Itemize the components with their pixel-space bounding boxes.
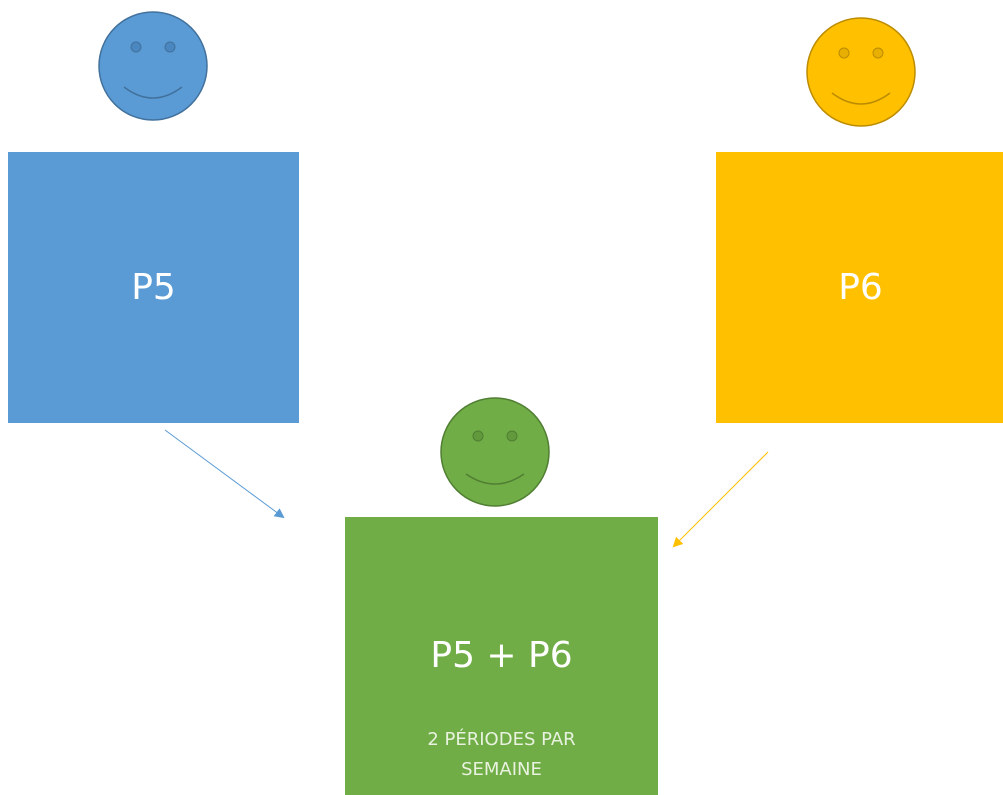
box-p5-label: P5 xyxy=(131,267,176,308)
box-p6-label: P6 xyxy=(838,267,883,308)
box-combined-subtitle-line2: SEMAINE xyxy=(461,759,542,780)
arrow-p5-to-combined xyxy=(164,429,285,519)
box-p6: P6 xyxy=(716,152,1003,423)
smiley-face-icon xyxy=(98,11,208,121)
arrow-p6-to-combined xyxy=(672,451,769,548)
smiley-face-icon xyxy=(440,397,550,507)
box-p5: P5 xyxy=(8,152,299,423)
box-combined-label: P5 + P6 xyxy=(430,635,573,676)
box-combined-subtitle-line1: 2 PÉRIODES PAR xyxy=(427,729,576,750)
box-combined-subtitle: 2 PÉRIODES PAR SEMAINE xyxy=(345,725,658,785)
smiley-face-icon xyxy=(806,17,916,127)
box-combined: P5 + P6 2 PÉRIODES PAR SEMAINE xyxy=(345,517,658,795)
